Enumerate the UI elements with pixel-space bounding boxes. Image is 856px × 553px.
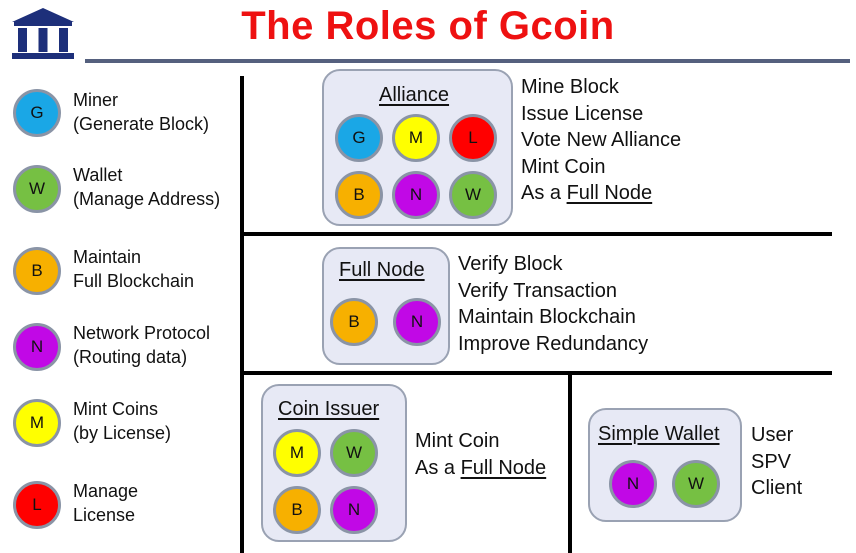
- legend-label-mint: Mint Coins(by License): [73, 399, 172, 443]
- legend-node-n: N: [13, 323, 61, 371]
- legend-node-g: G: [13, 89, 61, 137]
- alliance-full-node-link: Full Node: [566, 182, 653, 204]
- legend-node-m: M: [13, 399, 61, 447]
- simple-wallet-box: [588, 408, 742, 522]
- divider-alliance-fullnode: [242, 232, 832, 236]
- alliance-title: Alliance: [379, 84, 450, 106]
- page-title: The Roles of Gcoin: [241, 4, 615, 48]
- legend-label-wallet: Wallet(Manage Address): [73, 165, 221, 209]
- alliance-node-w: W: [449, 171, 497, 219]
- legend-node-l: L: [13, 481, 61, 529]
- coin-issuer-node-w: W: [330, 429, 378, 477]
- legend-label-miner: Miner(Generate Block): [73, 90, 210, 134]
- legend-node-b: B: [13, 247, 61, 295]
- alliance-node-m: M: [392, 114, 440, 162]
- alliance-node-l: L: [449, 114, 497, 162]
- divider-bottom-split: [568, 373, 572, 553]
- coin-issuer-node-m: M: [273, 429, 321, 477]
- coin-issuer-title: Coin Issuer: [278, 398, 380, 420]
- coin-issuer-description: Mint Coin As a Full Node: [415, 430, 547, 479]
- simple-wallet-node-w: W: [672, 460, 720, 508]
- legend-label-network: Network Protocol(Routing data): [73, 323, 211, 367]
- main-divider: [240, 76, 244, 553]
- legend-node-w: W: [13, 165, 61, 213]
- alliance-node-g: G: [335, 114, 383, 162]
- alliance-description: Mine Block Issue License Vote New Allian…: [521, 76, 682, 204]
- coin-issuer-node-n: N: [330, 486, 378, 534]
- divider-fullnode-bottom: [242, 371, 832, 375]
- alliance-node-n: N: [392, 171, 440, 219]
- title-rule: [85, 59, 850, 63]
- full-node-description: Verify Block Verify Transaction Maintain…: [458, 253, 649, 355]
- coin-issuer-node-b: B: [273, 486, 321, 534]
- simple-wallet-node-n: N: [609, 460, 657, 508]
- university-building-icon: [12, 8, 74, 59]
- simple-wallet-description: User SPV Client: [751, 424, 803, 499]
- full-node-node-n: N: [393, 298, 441, 346]
- simple-wallet-title: Simple Wallet: [598, 423, 720, 445]
- full-node-node-b: B: [330, 298, 378, 346]
- full-node-title: Full Node: [339, 259, 425, 281]
- coin-issuer-full-node-link: Full Node: [460, 456, 547, 479]
- alliance-node-b: B: [335, 171, 383, 219]
